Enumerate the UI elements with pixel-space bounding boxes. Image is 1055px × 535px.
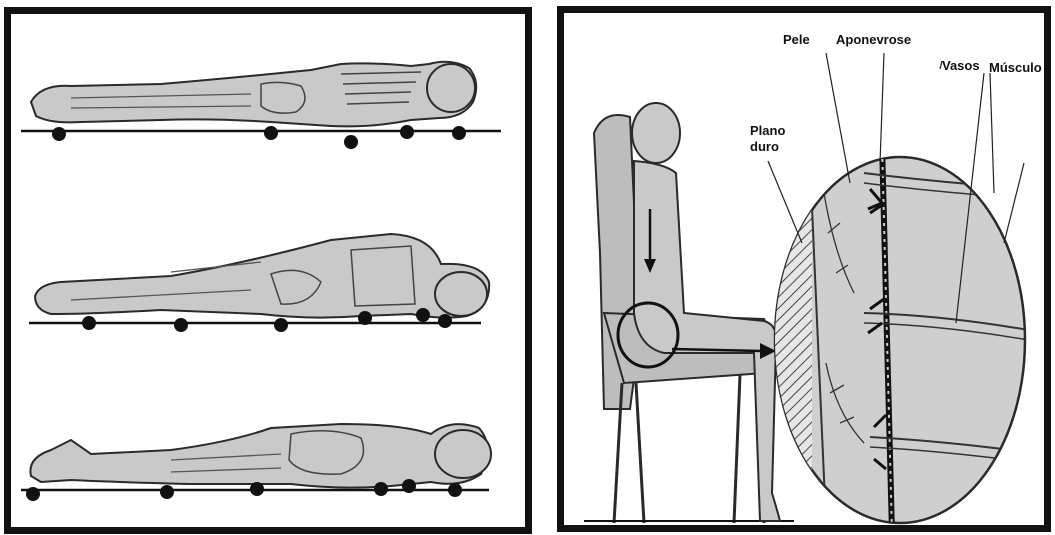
pressure-point — [452, 126, 466, 140]
pressure-point — [448, 483, 462, 497]
seated-tissue-illustration — [564, 13, 1044, 525]
seated-tissue-panel: Pele Aponevrose Vasos Músculo Plano duro — [557, 6, 1051, 532]
pressure-point — [274, 318, 288, 332]
pressure-point — [26, 487, 40, 501]
label-vasos: Vasos — [942, 58, 980, 73]
lying-positions-panel — [4, 7, 532, 534]
pressure-point — [82, 316, 96, 330]
pressure-point — [344, 135, 358, 149]
supine-figure — [21, 62, 501, 149]
pressure-point — [402, 479, 416, 493]
pressure-point — [174, 318, 188, 332]
pressure-point — [52, 127, 66, 141]
pressure-point — [400, 125, 414, 139]
pressure-point — [416, 308, 430, 322]
pressure-point — [358, 311, 372, 325]
pressure-point — [250, 482, 264, 496]
label-pele: Pele — [783, 32, 810, 47]
label-plano: Plano — [750, 123, 785, 138]
lying-positions-illustration — [11, 14, 525, 527]
pressure-point — [264, 126, 278, 140]
label-aponevrose: Aponevrose — [836, 32, 911, 47]
pressure-point — [160, 485, 174, 499]
label-musculo: Músculo — [989, 60, 1042, 75]
tissue-cross-section — [764, 143, 1034, 525]
pressure-point — [374, 482, 388, 496]
prone-figure — [21, 424, 491, 501]
label-duro: duro — [750, 139, 779, 154]
seated-figure — [618, 103, 780, 521]
lateral-figure — [29, 234, 489, 332]
pressure-point — [438, 314, 452, 328]
